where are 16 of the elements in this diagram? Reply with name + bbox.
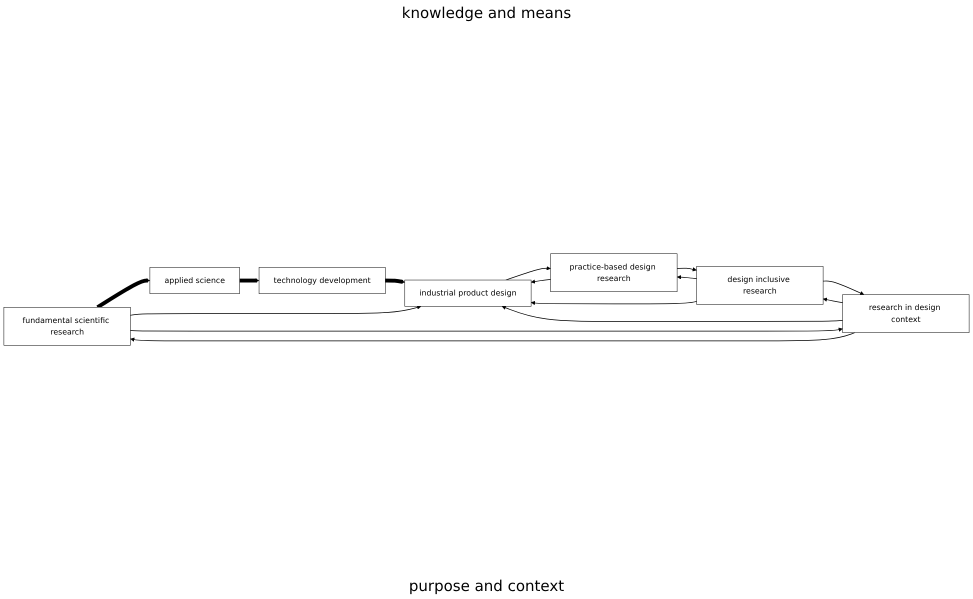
arrow — [822, 298, 843, 303]
arrow — [96, 278, 150, 309]
arrow — [130, 328, 843, 332]
arrow — [130, 332, 856, 342]
arrow — [239, 278, 260, 283]
arrow — [530, 300, 697, 306]
arrow — [502, 306, 843, 322]
arrow — [822, 280, 864, 295]
arrow — [676, 267, 697, 272]
arrow — [385, 278, 405, 284]
annotation-text: knowledge and means — [400, 3, 572, 24]
annotation-text: purpose and context — [408, 576, 566, 597]
arrow — [130, 305, 422, 316]
arrow — [676, 275, 697, 280]
arrow — [530, 279, 551, 284]
arrow — [505, 266, 551, 280]
